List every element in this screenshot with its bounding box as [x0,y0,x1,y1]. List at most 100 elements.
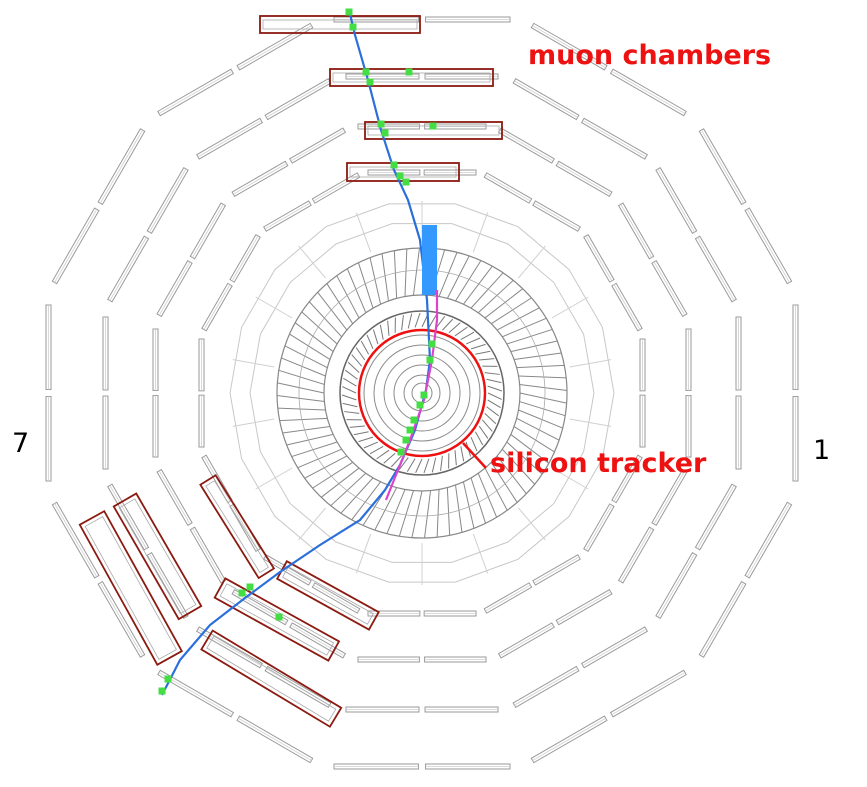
muon-slab-inner-line [231,504,259,551]
tracker-module-line [407,313,413,329]
hcal-wedge-line [386,489,406,534]
tracker-module-line [406,458,416,472]
muon-slab-inner-line [485,584,531,612]
track-hit [406,426,414,434]
hcal-wedge-line [518,375,567,379]
hcal-wedge-line [496,455,527,495]
hcal-wedge-line [484,288,524,319]
hit-muon-chamber-inner [219,583,335,656]
muon-station-slab [107,483,150,551]
muon-slab-inner-line [657,553,695,618]
muon-slab-inner-line [620,204,652,258]
muon-station-slab [345,73,420,80]
muon-station-slab [651,468,688,526]
hcal-wedge-line [412,247,420,296]
muon-station-slab [311,172,361,204]
track-hit [390,161,398,169]
tracker-module-line [372,329,379,345]
hcal-wedge-line [320,467,360,498]
muon-station-slab [289,127,347,164]
hcal-wedge-line [477,279,514,314]
tracker-module-line [487,392,502,400]
track-hit [366,78,374,86]
muon-slab-inner-line [557,591,611,623]
tracker-module-line [474,431,484,446]
track-hit [420,391,428,399]
tracker-module-line [481,419,493,432]
muon-slab-inner-line [290,624,345,657]
muon-station-slab [744,207,793,285]
track-hit [238,589,246,597]
muon-station-slab [156,468,193,526]
track-hit [396,172,404,180]
muon-station-slab [311,582,361,614]
hcal-wedge-line [513,426,555,453]
muon-slab-inner-line [746,503,790,577]
hit-muon-chamber-inner [262,19,418,30]
hcal-wedge-line [357,262,374,309]
muon-station-slab [694,483,737,551]
hcal-wedge-line [351,481,381,521]
muon-station-slab [425,763,511,770]
hcal-wedge-line [279,417,328,422]
muon-station-slab [532,554,581,586]
hcal-wedge-line [381,253,389,301]
hcal-wedge-line [411,490,423,538]
hcal-wedge-line [301,311,338,345]
tracker-module-line [360,340,370,355]
hcal-wedge-line [277,382,325,394]
muon-station-slab [45,396,52,482]
tracker-module-line [479,358,495,361]
muon-slab-inner-line [533,202,580,230]
muon-station-slab [425,16,511,23]
muon-slab-inner-line [313,584,359,612]
muon-station-slab [512,78,580,121]
track-hit [402,436,410,444]
muon-slab-outline [311,172,361,204]
tracker-module-line [440,455,443,471]
tracker-module-line [341,394,357,401]
muon-station-slab [617,202,655,260]
hit-muon-chambers [78,15,503,728]
tracker-module-line [383,452,396,464]
track-hit [345,8,353,16]
muon-station-slab [555,160,613,198]
muon-station-slab [195,626,264,669]
muon-slab-inner-line [99,582,143,657]
muon-station-slab [744,501,793,579]
calo-segment-line [232,418,275,427]
track-hit [428,340,436,348]
tracker-module-line [460,446,465,462]
hit-muon-chamber-outline [78,509,184,666]
tracker-module-line [347,361,360,373]
muon-station-slab [236,22,314,71]
muon-slab-inner-line [290,129,345,162]
muon-station-slab [51,501,100,579]
muon-slab-inner-line [653,261,686,316]
hcal-wedge-line [297,448,342,469]
tracker-module-line [423,458,430,474]
tracker-module-line [478,425,489,439]
track-hit [349,23,357,31]
hcal-wedge-line [277,407,326,411]
muon-slab-inner-line [532,717,606,761]
tracker-highlight-circle [357,328,487,458]
tracker-module-line [376,449,390,460]
muon-station-slab [263,200,312,232]
muon-slab-inner-line [613,456,641,502]
muon-slab-inner-line [238,717,312,761]
hcal-wedge-line [519,401,566,417]
muon-slab-outline [744,501,793,579]
muon-station-slab [146,551,189,620]
muon-station-slab [156,260,193,318]
tracker-module-line [414,312,421,328]
tracker-module-line [484,413,497,425]
track-hit [158,687,166,695]
muon-station-slab [530,715,608,764]
calo-segment-line [569,359,612,368]
muon-slab-inner-line [158,70,233,114]
muon-slab-inner-line [149,168,187,233]
muon-station-slab [357,656,420,663]
magenta-track [384,290,439,501]
muon-slab-outline [483,172,533,204]
